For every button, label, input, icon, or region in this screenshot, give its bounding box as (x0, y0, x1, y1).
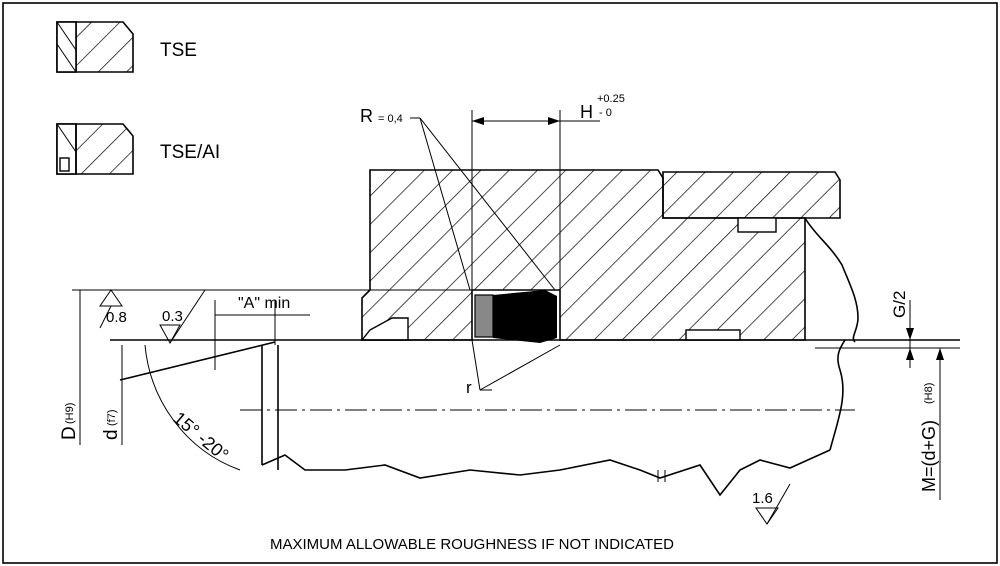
bore-d-tolerance: (H9) (64, 403, 76, 424)
roughness-symbol-bore (99, 289, 123, 329)
groove-h-tol-upper: +0.25 (597, 93, 625, 105)
roughness-symbol-general (755, 483, 791, 525)
housing-section (360, 169, 841, 341)
radius-small-r-leader (471, 339, 561, 391)
angle-arc (144, 344, 241, 471)
break-line-housing (804, 217, 859, 343)
angle-label: 15° -20° (169, 408, 232, 465)
roughness-general-value: 1.6 (752, 490, 773, 507)
footer-note: MAXIMUM ALLOWABLE ROUGHNESS IF NOT INDIC… (270, 536, 674, 553)
gap-g2-dimension (906, 300, 914, 368)
groove-h-tol-lower: - 0 (599, 107, 612, 119)
roughness-symbol-chamfer (159, 289, 206, 345)
radius-r-label: R (360, 106, 373, 126)
rod-d-tolerance: (f7) (106, 410, 118, 427)
gap-g2-label: G/2 (890, 291, 909, 318)
chamfer-dimension (214, 300, 310, 370)
radius-r-value: = 0,4 (378, 113, 403, 125)
radius-small-r-label: r (466, 378, 472, 397)
rod-d-label: d (101, 429, 122, 440)
tse-ai-label: TSE/AI (160, 142, 220, 163)
tse-ai-profile-icon (56, 123, 134, 175)
seal-element (474, 290, 557, 343)
groove-h-dimension (471, 110, 600, 290)
groove-m-arrow (936, 348, 944, 360)
tse-label: TSE (160, 40, 197, 61)
groove-h-label: H (580, 102, 593, 122)
roughness-bore-value: 0.8 (106, 309, 127, 326)
tse-profile-icon (56, 21, 134, 73)
groove-m-label: M=(d+G) (919, 420, 939, 492)
lead-in-chamfer (119, 341, 276, 381)
chamfer-a-label: "A" min (238, 295, 290, 312)
radius-leader-lines (410, 117, 556, 291)
rod-body (261, 339, 846, 497)
bore-d-label: D (59, 426, 80, 440)
groove-m-tolerance: (H8) (923, 383, 935, 404)
roughness-chamfer-value: 0.3 (162, 308, 183, 325)
